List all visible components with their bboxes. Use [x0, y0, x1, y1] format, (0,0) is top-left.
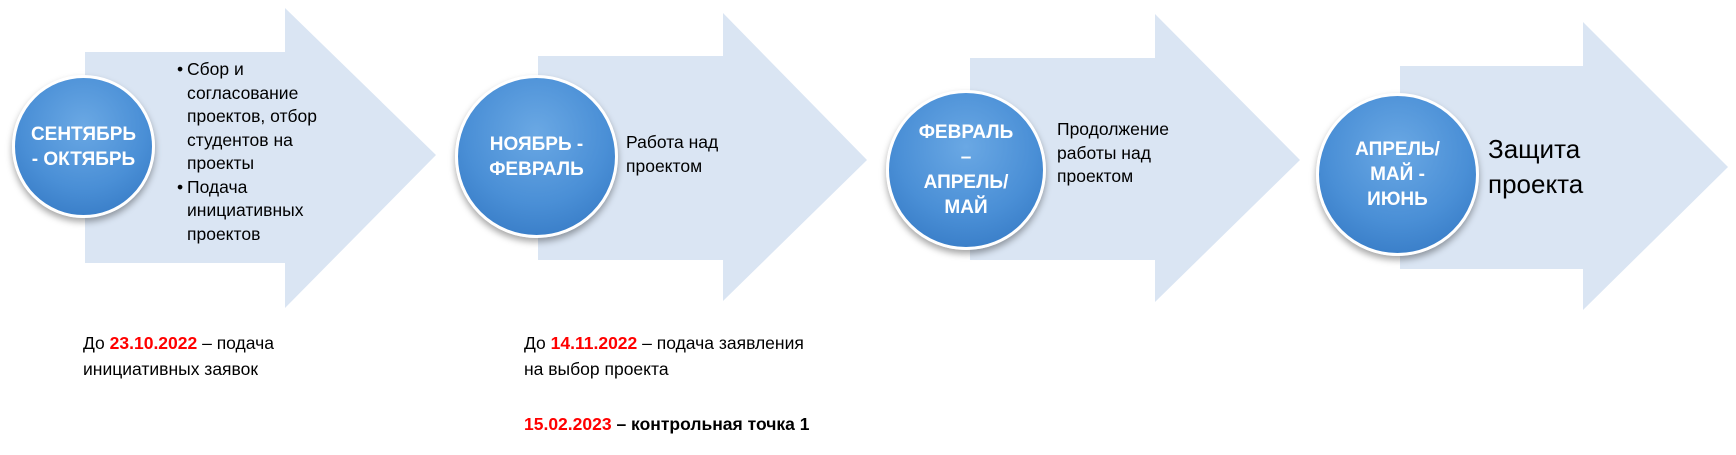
stage-description-4: Защита проекта: [1488, 132, 1628, 202]
note1-prefix: До: [83, 333, 110, 353]
deadline-note-1: До 23.10.2022 – подача инициативных заяв…: [83, 330, 274, 382]
stage-description-2: Работа над проектом: [626, 131, 766, 178]
stage-arrow-4: [1400, 22, 1728, 310]
deadline-note-2: До 14.11.2022 – подача заявления на выбо…: [524, 330, 804, 382]
stage-description-1: Сбор и согласование проектов, отбор студ…: [177, 58, 347, 246]
note1-suffix: – подача: [197, 333, 274, 353]
stage-label-1: СЕНТЯБРЬ - ОКТЯБРЬ: [30, 123, 137, 170]
note2-prefix: До: [524, 333, 551, 353]
stage-label-2: НОЯБРЬ - ФЕВРАЛЬ: [489, 133, 584, 180]
note1-line2: инициативных заявок: [83, 359, 259, 379]
stage-arrow-2: [538, 13, 867, 301]
stage-label-4: АПРЕЛЬ/ МАЙ - ИЮНЬ: [1355, 139, 1440, 210]
stage-arrow-3: [970, 14, 1300, 302]
stage-1-list: Сбор и согласование проектов, отбор студ…: [177, 58, 347, 246]
note2-suffix: – подача заявления: [637, 333, 804, 353]
stage-1-item-2: Подача инициативных проектов: [177, 176, 347, 247]
stage-circle-3: ФЕВРАЛЬ – АПРЕЛЬ/ МАЙ: [886, 90, 1046, 250]
stage-4-text: Защита проекта: [1488, 134, 1584, 199]
note1-date: 23.10.2022: [109, 333, 198, 353]
stage-circle-4: АПРЕЛЬ/ МАЙ - ИЮНЬ: [1316, 93, 1479, 256]
checkpoint-note: 15.02.2023 – контрольная точка 1: [524, 411, 809, 437]
note3-suffix: – контрольная точка 1: [611, 414, 810, 434]
stage-label-3: ФЕВРАЛЬ – АПРЕЛЬ/ МАЙ: [918, 122, 1014, 218]
stage-description-3: Продолжение работы над проектом: [1057, 118, 1197, 189]
note3-date: 15.02.2023: [524, 414, 612, 434]
stage-2-text: Работа над проектом: [626, 132, 719, 176]
note2-date: 14.11.2022: [550, 333, 638, 353]
stage-circle-1: СЕНТЯБРЬ - ОКТЯБРЬ: [12, 75, 155, 218]
stage-1-item-1: Сбор и согласование проектов, отбор студ…: [177, 58, 347, 176]
stage-3-text: Продолжение работы над проектом: [1057, 119, 1170, 186]
stage-circle-2: НОЯБРЬ - ФЕВРАЛЬ: [455, 75, 618, 238]
note2-line2: на выбор проекта: [524, 359, 669, 379]
